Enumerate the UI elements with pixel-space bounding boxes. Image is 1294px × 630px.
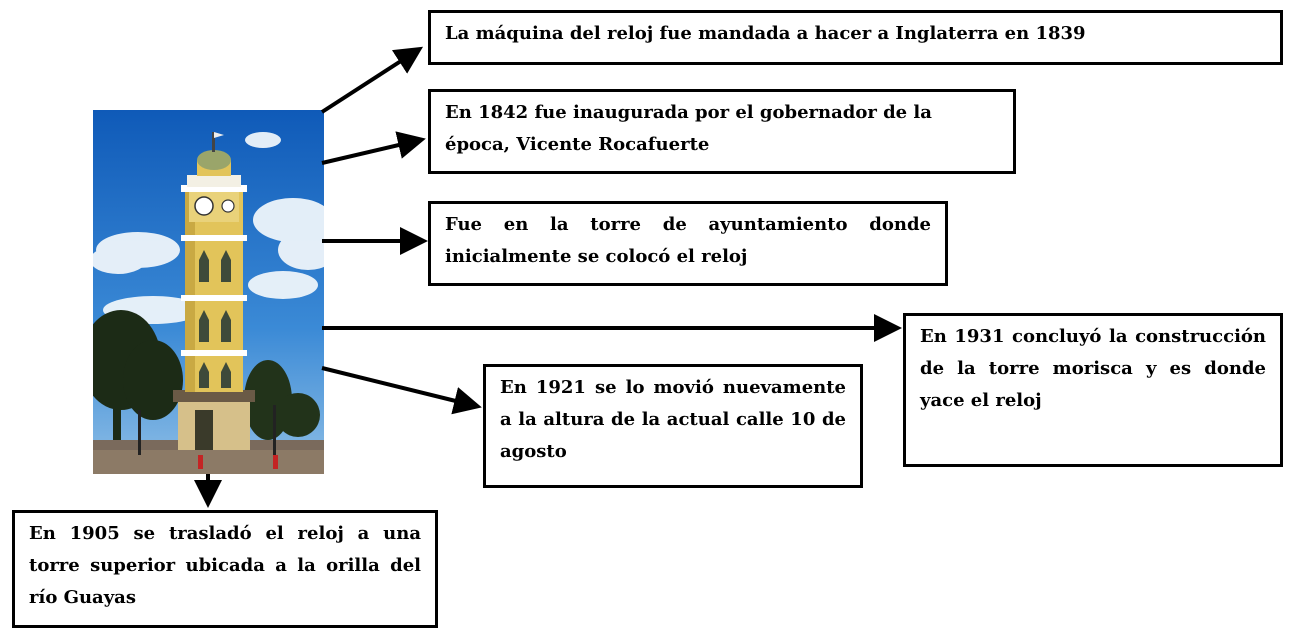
arrow-to-box-5	[321, 366, 482, 415]
box-1931: En 1931 concluyó la construcción de la t…	[903, 313, 1283, 467]
box-ayuntamiento-text: Fue en la torre de ayuntamiento donde in…	[445, 214, 931, 267]
box-1921: En 1921 se lo movió nuevamente a la altu…	[483, 364, 863, 488]
box-1921-text: En 1921 se lo movió nuevamente a la altu…	[500, 377, 846, 462]
clock-tower-photo	[93, 110, 324, 474]
box-1842: En 1842 fue inaugurada por el gobernador…	[428, 89, 1016, 174]
box-1842-text: En 1842 fue inaugurada por el gobernador…	[445, 102, 932, 155]
box-1905-text: En 1905 se trasladó el reloj a una torre…	[29, 523, 421, 608]
box-1839-text: La máquina del reloj fue mandada a hacer…	[445, 23, 1086, 44]
box-1931-text: En 1931 concluyó la construcción de la t…	[920, 326, 1266, 411]
box-1905: En 1905 se trasladó el reloj a una torre…	[12, 510, 438, 628]
box-ayuntamiento: Fue en la torre de ayuntamiento donde in…	[428, 201, 948, 286]
arrow-to-box-1	[320, 46, 424, 114]
arrow-to-box-2	[321, 131, 426, 165]
box-1839: La máquina del reloj fue mandada a hacer…	[428, 10, 1283, 65]
